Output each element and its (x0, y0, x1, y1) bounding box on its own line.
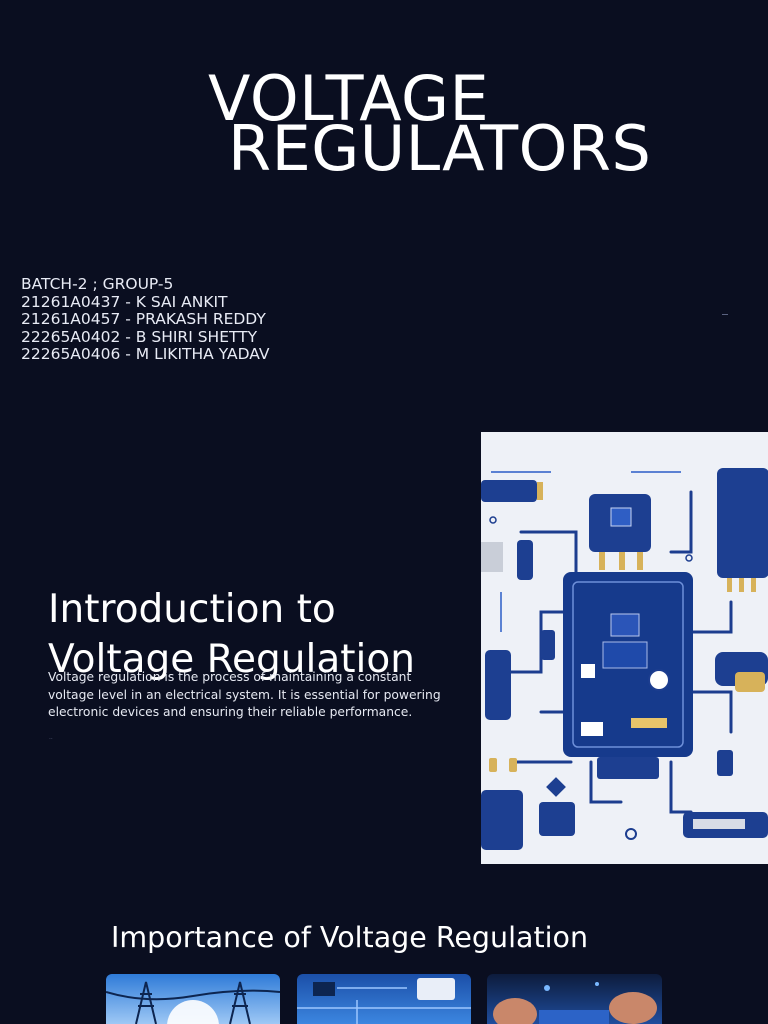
decorative-dash (722, 314, 728, 315)
power-lines-image-icon (106, 974, 280, 1024)
batch-group-label: BATCH-2 ; GROUP-5 (21, 275, 174, 293)
intro-paragraph: Voltage regulation is the process of mai… (48, 670, 441, 719)
team-member: 22265A0406 - M LIKITHA YADAV (21, 345, 270, 363)
circuit-board-svg (481, 432, 768, 864)
electronics-repair-image-icon (487, 974, 662, 1024)
slide-title: VOLTAGE REGULATORS (0, 61, 768, 185)
tiny-marker: ·· (49, 736, 53, 743)
importance-heading: Importance of Voltage Regulation (111, 921, 589, 954)
slide-title-line-2: REGULATORS (228, 111, 652, 185)
team-members-list: BATCH-2 ; GROUP-5 21261A0437 - K SAI ANK… (21, 275, 270, 364)
team-member: 21261A0437 - K SAI ANKIT (21, 292, 228, 311)
slide-title-line-1: VOLTAGE (208, 61, 490, 135)
team-member: 21261A0457 - PRAKASH REDDY (21, 310, 266, 328)
team-member: 22265A0402 - B SHIRI SHETTY (21, 327, 258, 346)
intro-heading: Introduction to Voltage Regulation (48, 587, 415, 683)
circuit-board-illustration-icon (481, 432, 768, 864)
circuit-board-image-icon (297, 974, 471, 1024)
